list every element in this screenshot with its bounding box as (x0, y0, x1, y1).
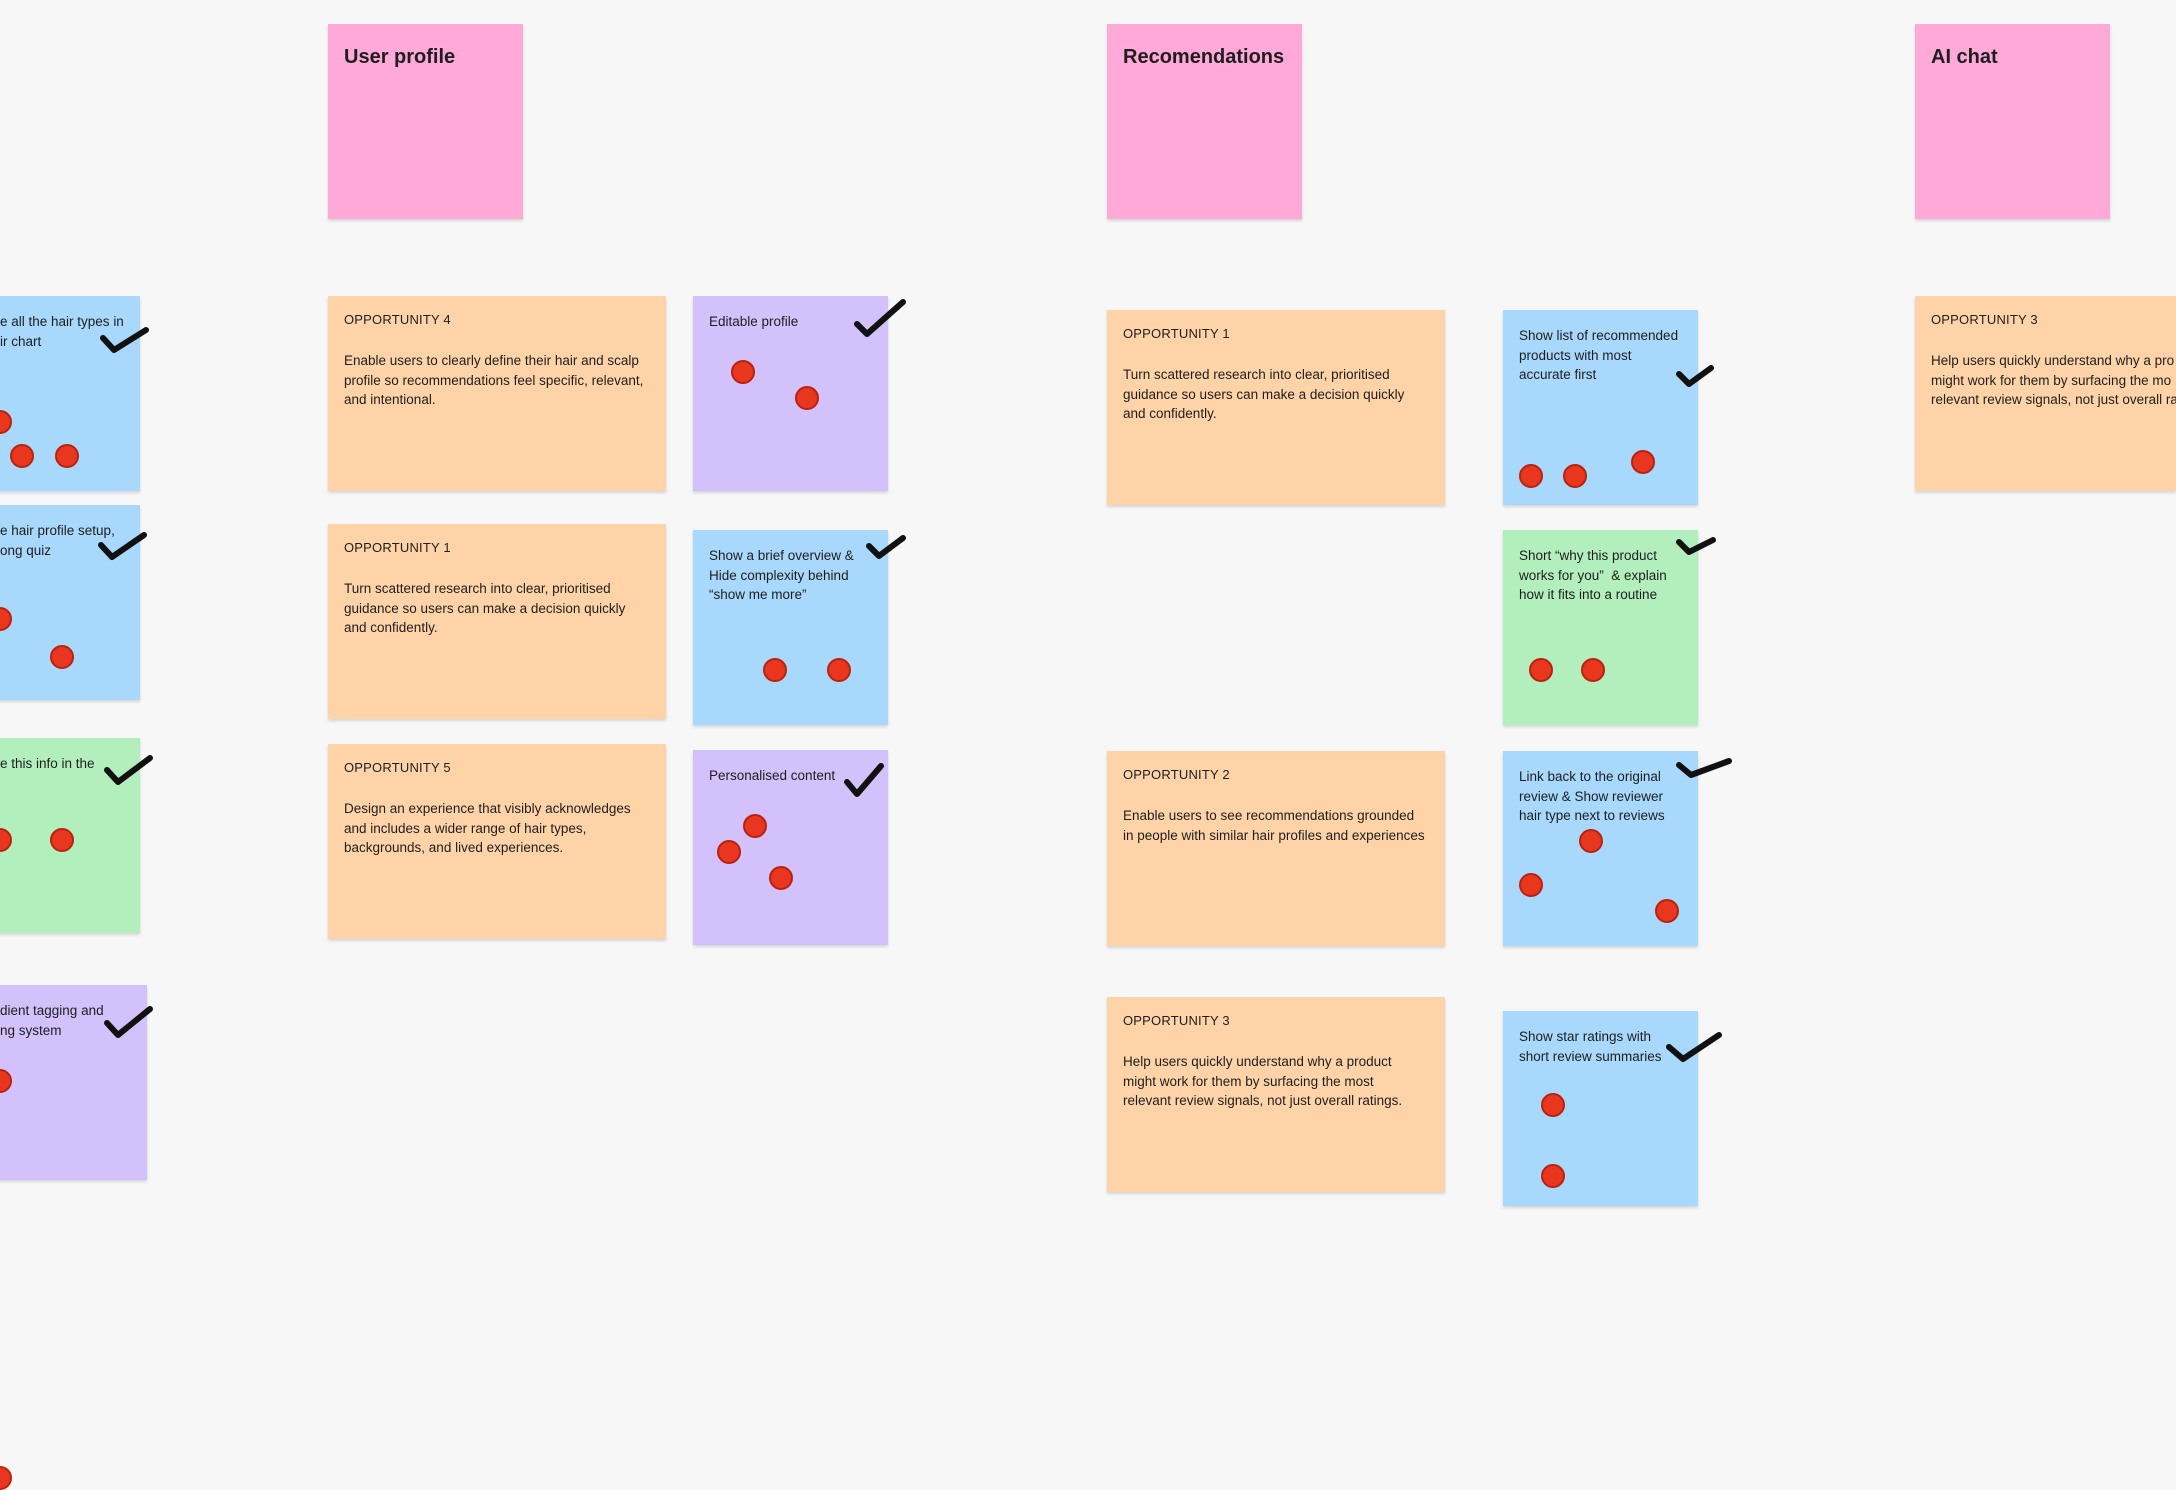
vote-dot (50, 645, 74, 669)
idea-note[interactable]: e this info in the (0, 738, 153, 933)
idea-note[interactable]: Link back to the original review & Show … (1503, 751, 1732, 946)
opportunity-text: Enable users to clearly define their hai… (344, 353, 648, 407)
opportunity-note[interactable]: OPPORTUNITY 2 Enable users to see recomm… (1107, 751, 1445, 946)
note-text: Link back to the original review & Show … (1519, 769, 1665, 823)
opportunity-text: Help users quickly understand why a prod… (1123, 1054, 1403, 1108)
note-text: Show a brief overview & Hide complexity … (709, 548, 854, 602)
opportunity-note[interactable]: OPPORTUNITY 4 Enable users to clearly de… (328, 296, 666, 491)
header-title: Recomendations (1123, 46, 1285, 68)
vote-dot (10, 444, 34, 468)
header-note-user-profile[interactable]: User profile (328, 24, 523, 219)
opportunity-note[interactable]: OPPORTUNITY 1 Turn scattered research in… (1107, 310, 1445, 505)
checkmark-icon (1676, 758, 1732, 778)
vote-dot (743, 814, 767, 838)
vote-dot (1631, 450, 1655, 474)
opportunity-note[interactable]: OPPORTUNITY 5 Design an experience that … (328, 744, 666, 939)
vote-dot (1581, 658, 1605, 682)
vote-dot (1541, 1164, 1565, 1188)
vote-dot (50, 828, 74, 852)
note-text: e this info in the (0, 756, 95, 771)
checkmark-icon (104, 1006, 153, 1038)
note-text: e hair profile setup, ong quiz (0, 523, 115, 558)
opportunity-label: OPPORTUNITY 5 (344, 760, 451, 775)
idea-note[interactable]: Editable profile (693, 296, 906, 491)
checkmark-icon (1676, 365, 1714, 387)
idea-note[interactable]: Show star ratings with short review summ… (1503, 1011, 1722, 1206)
idea-note[interactable]: Personalised content (693, 750, 888, 945)
vote-dot (0, 828, 12, 852)
opportunity-text: Enable users to see recommendations grou… (1123, 808, 1425, 843)
idea-note[interactable]: Short “why this product works for you” &… (1503, 530, 1716, 725)
idea-note[interactable]: dient tagging and ng system (0, 985, 153, 1180)
opportunity-label: OPPORTUNITY 1 (1123, 326, 1230, 341)
opportunity-text: Help users quickly understand why a pro … (1931, 353, 2176, 407)
opportunity-text: Design an experience that visibly acknow… (344, 801, 635, 855)
header-note-recommendations[interactable]: Recomendations (1107, 24, 1302, 219)
note-text: Short “why this product works for you” &… (1519, 548, 1667, 602)
checkmark-icon (1666, 1032, 1722, 1062)
idea-note[interactable]: Show a brief overview & Hide complexity … (693, 530, 906, 725)
opportunity-note[interactable]: OPPORTUNITY 3 Help users quickly underst… (1915, 296, 2176, 491)
idea-note[interactable]: e all the hair types in ir chart (0, 296, 149, 1490)
note-text: Show list of recommended products with m… (1519, 328, 1679, 382)
vote-dot (827, 658, 851, 682)
opportunity-label: OPPORTUNITY 3 (1931, 312, 2038, 327)
vote-dot (1541, 1093, 1565, 1117)
header-title: User profile (344, 46, 456, 68)
opportunity-label: OPPORTUNITY 4 (344, 312, 451, 327)
vote-dot (0, 607, 12, 631)
idea-note[interactable]: Show list of recommended products with m… (1503, 310, 1714, 505)
vote-dot (795, 386, 819, 410)
note-text: dient tagging and ng system (0, 1003, 104, 1038)
note-text: Personalised content (709, 768, 836, 783)
vote-dot (769, 866, 793, 890)
opportunity-note[interactable]: OPPORTUNITY 1 Turn scattered research in… (328, 524, 666, 719)
checkmark-icon (100, 327, 149, 353)
vote-dot (1529, 658, 1553, 682)
vote-dot (1579, 829, 1603, 853)
header-title: AI chat (1931, 46, 1998, 68)
vote-dot (1655, 899, 1679, 923)
checkmark-icon (854, 299, 906, 337)
idea-note[interactable]: e hair profile setup, ong quiz (0, 505, 147, 700)
vote-dot (1519, 464, 1543, 488)
vote-dot (717, 840, 741, 864)
vote-dot (0, 1466, 12, 1490)
vote-dot (55, 444, 79, 468)
vote-dot (731, 360, 755, 384)
checkmark-icon (1676, 537, 1716, 555)
opportunity-note[interactable]: OPPORTUNITY 3 Help users quickly underst… (1107, 997, 1445, 1192)
opportunity-label: OPPORTUNITY 1 (344, 540, 451, 555)
opportunity-text: Turn scattered research into clear, prio… (344, 581, 630, 635)
note-text: Show star ratings with short review summ… (1519, 1029, 1662, 1064)
vote-dot (0, 410, 12, 434)
opportunity-text: Turn scattered research into clear, prio… (1123, 367, 1409, 421)
opportunity-label: OPPORTUNITY 3 (1123, 1013, 1230, 1028)
vote-dot (763, 658, 787, 682)
checkmark-icon (844, 763, 884, 797)
note-text: Editable profile (709, 314, 799, 329)
checkmark-icon (866, 535, 906, 559)
header-note-ai-chat[interactable]: AI chat (1915, 24, 2110, 219)
vote-dot (1519, 873, 1543, 897)
vote-dot (0, 1069, 12, 1093)
checkmark-icon (98, 532, 147, 560)
vote-dot (1563, 464, 1587, 488)
opportunity-label: OPPORTUNITY 2 (1123, 767, 1230, 782)
checkmark-icon (104, 755, 153, 785)
note-text: e all the hair types in ir chart (0, 314, 124, 349)
